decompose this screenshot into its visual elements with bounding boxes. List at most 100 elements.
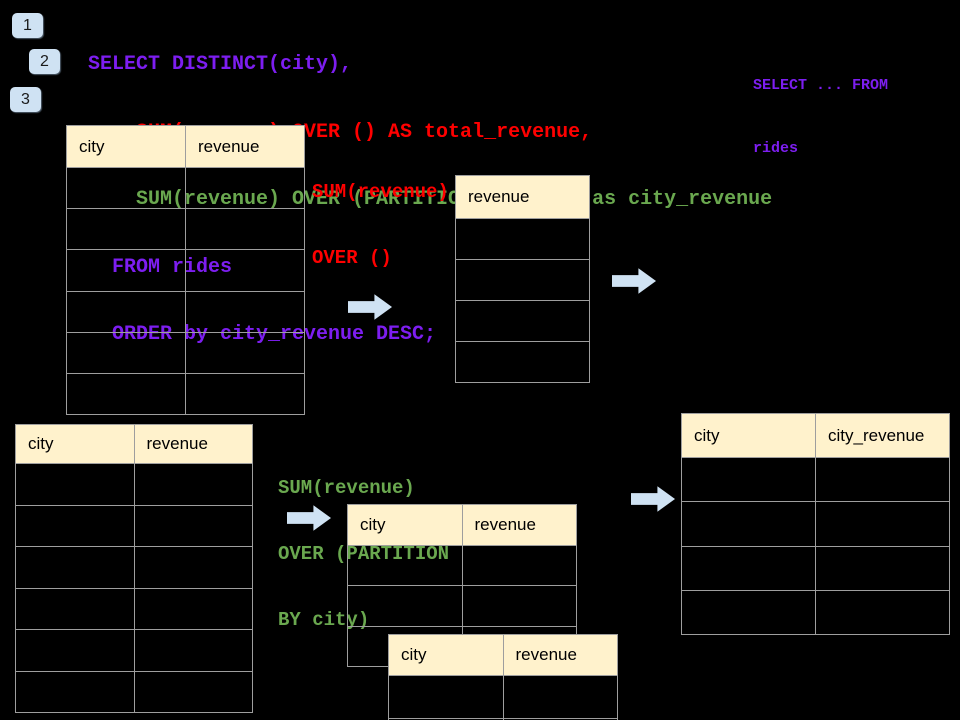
table-cell <box>67 333 185 373</box>
table-cell <box>16 506 134 547</box>
column-header-revenue: revenue <box>133 425 253 463</box>
table-cell <box>456 301 589 341</box>
annotation-sum-over-empty-line2: OVER () <box>312 247 392 269</box>
table-cell <box>185 373 304 415</box>
table-row <box>67 372 304 415</box>
column-header-city: city <box>360 515 386 534</box>
table-row <box>16 546 252 588</box>
annotation-sum-over-partition: SUM(revenue) OVER (PARTITION BY city) <box>278 433 449 675</box>
table-row <box>456 341 589 382</box>
table-header-row: city city_revenue <box>682 414 949 457</box>
table-cell <box>682 591 815 634</box>
table-cell <box>133 464 253 505</box>
table-cell <box>502 676 618 718</box>
table-row <box>16 504 253 547</box>
table-cell <box>67 209 185 249</box>
sql-line-select: SELECT DISTINCT(city), <box>88 53 353 76</box>
annotation-sum-over-empty-line1: SUM(revenue) <box>312 181 449 203</box>
table-row <box>16 463 252 505</box>
column-header-city: city <box>79 136 105 156</box>
table-row <box>682 457 949 502</box>
table-header-row: city revenue <box>348 505 576 545</box>
table-cell <box>185 250 304 291</box>
table-partition-back: city revenue <box>388 634 618 720</box>
select-from-note-line2: rides <box>753 140 799 157</box>
table-cell <box>348 546 462 585</box>
table-row <box>456 300 589 341</box>
column-header-revenue: revenue <box>461 505 577 545</box>
table-cell <box>682 502 815 545</box>
table-row <box>67 249 304 291</box>
table-row <box>682 589 949 634</box>
table-cell <box>16 672 134 713</box>
flow-arrow-right-icon <box>631 485 676 513</box>
table-header-row: city revenue <box>16 425 252 463</box>
table-cell <box>67 250 185 290</box>
column-header-city-revenue: city_revenue <box>815 414 949 457</box>
table-cell <box>185 291 304 332</box>
table-cell <box>461 546 577 586</box>
table-cell <box>815 590 949 634</box>
table-cell <box>133 588 253 629</box>
table-row <box>16 587 253 630</box>
table-cell <box>815 546 949 590</box>
table-cell <box>456 342 589 382</box>
table-cell <box>185 332 304 373</box>
table-row <box>348 545 577 586</box>
table-row <box>389 675 617 718</box>
step-badge-1: 1 <box>12 13 43 38</box>
table-cell <box>185 209 304 250</box>
column-header-city: city <box>694 425 720 445</box>
table-header-row: city revenue <box>67 126 304 167</box>
table-source-rides-bottom: city revenue <box>15 424 253 713</box>
column-header-city: city <box>28 434 54 453</box>
table-cell <box>456 219 589 259</box>
annotation-sum-over-empty: SUM(revenue) OVER () <box>312 137 449 313</box>
table-cell <box>133 505 253 546</box>
table-header-row: revenue <box>456 176 589 218</box>
table-row <box>67 290 304 332</box>
column-header-revenue: revenue <box>185 126 304 167</box>
table-cell <box>16 630 134 671</box>
table-result-city-revenue: city city_revenue <box>681 413 950 635</box>
table-cell <box>16 589 134 630</box>
table-cell <box>461 586 577 626</box>
table-row <box>682 501 949 546</box>
table-cell <box>133 671 253 712</box>
table-cell <box>815 502 949 546</box>
flow-arrow-right-icon <box>348 293 393 321</box>
sql-line-order-by: ORDER by city_revenue DESC; <box>88 323 437 346</box>
table-cell <box>133 547 253 588</box>
table-header-row: city revenue <box>389 635 617 675</box>
column-header-city: city <box>401 645 427 664</box>
annotation-sum-over-partition-line1: SUM(revenue) <box>278 477 415 499</box>
flow-arrow-right-icon <box>287 504 332 532</box>
table-cell <box>67 168 185 208</box>
table-partition-front: city revenue <box>347 504 577 667</box>
table-cell <box>389 676 503 718</box>
column-header-revenue: revenue <box>502 635 618 675</box>
annotation-sum-over-partition-line3: BY city) <box>278 609 370 631</box>
table-cell <box>16 547 134 588</box>
table-row <box>67 208 304 250</box>
table-cell <box>348 586 462 625</box>
table-cell <box>16 464 134 505</box>
table-row <box>16 670 253 713</box>
table-row <box>456 218 589 259</box>
table-cell <box>682 458 815 501</box>
column-header-revenue: revenue <box>468 187 530 206</box>
table-row <box>67 167 304 209</box>
select-from-note: SELECT ... FROM rides <box>753 33 888 201</box>
table-cell <box>67 292 185 332</box>
select-from-note-line1: SELECT ... FROM <box>753 77 889 94</box>
table-row <box>16 629 252 671</box>
table-row <box>348 585 577 626</box>
table-cell <box>133 630 253 671</box>
step-badge-2: 2 <box>29 49 60 74</box>
table-row <box>456 259 589 300</box>
flow-arrow-right-icon <box>612 267 657 295</box>
table-cell <box>682 547 815 590</box>
table-revenue-only: revenue <box>455 175 590 383</box>
table-cell <box>456 260 589 300</box>
